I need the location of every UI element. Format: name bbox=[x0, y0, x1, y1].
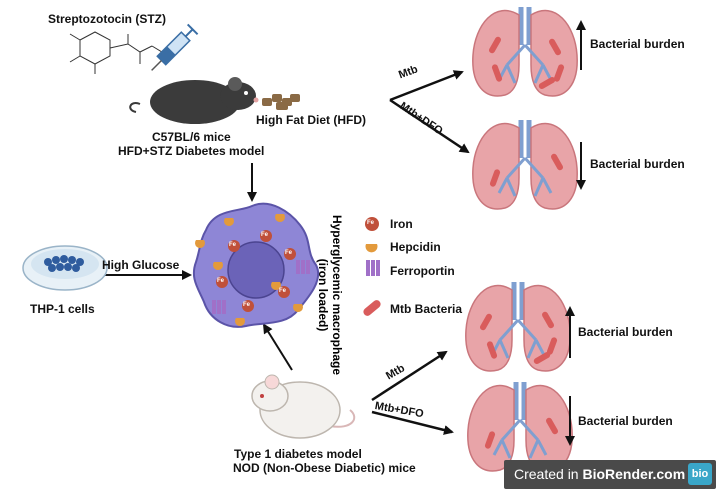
biorender-watermark[interactable]: Created in BioRender.com bio bbox=[504, 460, 716, 489]
hfd-pellets-icon bbox=[262, 94, 300, 110]
lung-bottom-1-icon bbox=[466, 282, 570, 371]
iron-particle-label: Fe bbox=[217, 278, 225, 284]
stz-label: Streptozotocin (STZ) bbox=[48, 12, 166, 26]
nod-line1: Type 1 diabetes model bbox=[234, 447, 362, 461]
hepcidin-particles bbox=[195, 214, 303, 326]
outcome-label-top-2: Bacterial burden bbox=[590, 157, 685, 171]
arrow-to-top-dfo bbox=[389, 98, 470, 154]
outcome-label-top-1: Bacterial burden bbox=[590, 37, 685, 51]
iron-particle-label: Fe bbox=[279, 288, 287, 294]
black-mouse-icon bbox=[129, 77, 259, 124]
arrow-to-bottom-dfo bbox=[371, 410, 454, 435]
arrow-to-top-mtb bbox=[389, 70, 464, 102]
high-glucose-label: High Glucose bbox=[102, 258, 180, 272]
macrophage-label-line1: Hyperglycemic macrophage bbox=[330, 214, 344, 376]
syringe-icon bbox=[151, 23, 199, 71]
iron-icon bbox=[365, 217, 379, 231]
stz-molecule-icon bbox=[69, 31, 173, 74]
thp1-dish-icon bbox=[22, 245, 108, 291]
mtb-bacteria-icon bbox=[363, 300, 381, 316]
lung-top-1-icon bbox=[473, 7, 577, 96]
iron-particle-label: Fe bbox=[261, 232, 269, 238]
iron-particle-label: Fe bbox=[229, 242, 237, 248]
lung-top-2-icon bbox=[473, 120, 577, 209]
thp1-label: THP-1 cells bbox=[30, 302, 95, 316]
nod-line2: NOD (Non-Obese Diabetic) mice bbox=[233, 461, 416, 475]
outcome-label-bottom-1: Bacterial burden bbox=[578, 325, 673, 339]
legend-label-iron: Iron bbox=[390, 217, 413, 231]
arrow-to-bottom-mtb bbox=[371, 350, 448, 402]
iron-particle-label: Fe bbox=[285, 250, 293, 256]
ferroportin-channels bbox=[212, 260, 310, 314]
watermark-text: Created in BioRender.com bbox=[514, 466, 685, 482]
lung-bottom-2-icon bbox=[468, 382, 572, 471]
white-mouse-icon bbox=[251, 374, 356, 439]
watermark-brand: BioRender.com bbox=[582, 466, 686, 482]
iron-particles bbox=[216, 230, 296, 312]
iron-particle-label: Fe bbox=[243, 302, 251, 308]
watermark-prefix: Created in bbox=[514, 466, 583, 482]
ferroportin-icon bbox=[366, 260, 380, 276]
hfd-label: High Fat Diet (HFD) bbox=[256, 113, 366, 127]
outcome-label-bottom-2: Bacterial burden bbox=[578, 414, 673, 428]
mouse-model-line1: C57BL/6 mice bbox=[152, 130, 231, 144]
mouse-model-line2: HFD+STZ Diabetes model bbox=[118, 144, 265, 158]
arrow-nod-to-macrophage bbox=[262, 323, 293, 371]
legend-label-hepcidin: Hepcidin bbox=[390, 240, 441, 254]
hepcidin-icon bbox=[365, 244, 378, 253]
legend-label-ferroportin: Ferroportin bbox=[390, 264, 455, 278]
macrophage-label-line2: (iron loaded) bbox=[316, 258, 330, 332]
legend-label-mtb-bacteria: Mtb Bacteria bbox=[390, 302, 463, 316]
biorender-logo-icon: bio bbox=[688, 463, 712, 485]
iron-legend-symbol-text: Fe bbox=[367, 220, 375, 226]
